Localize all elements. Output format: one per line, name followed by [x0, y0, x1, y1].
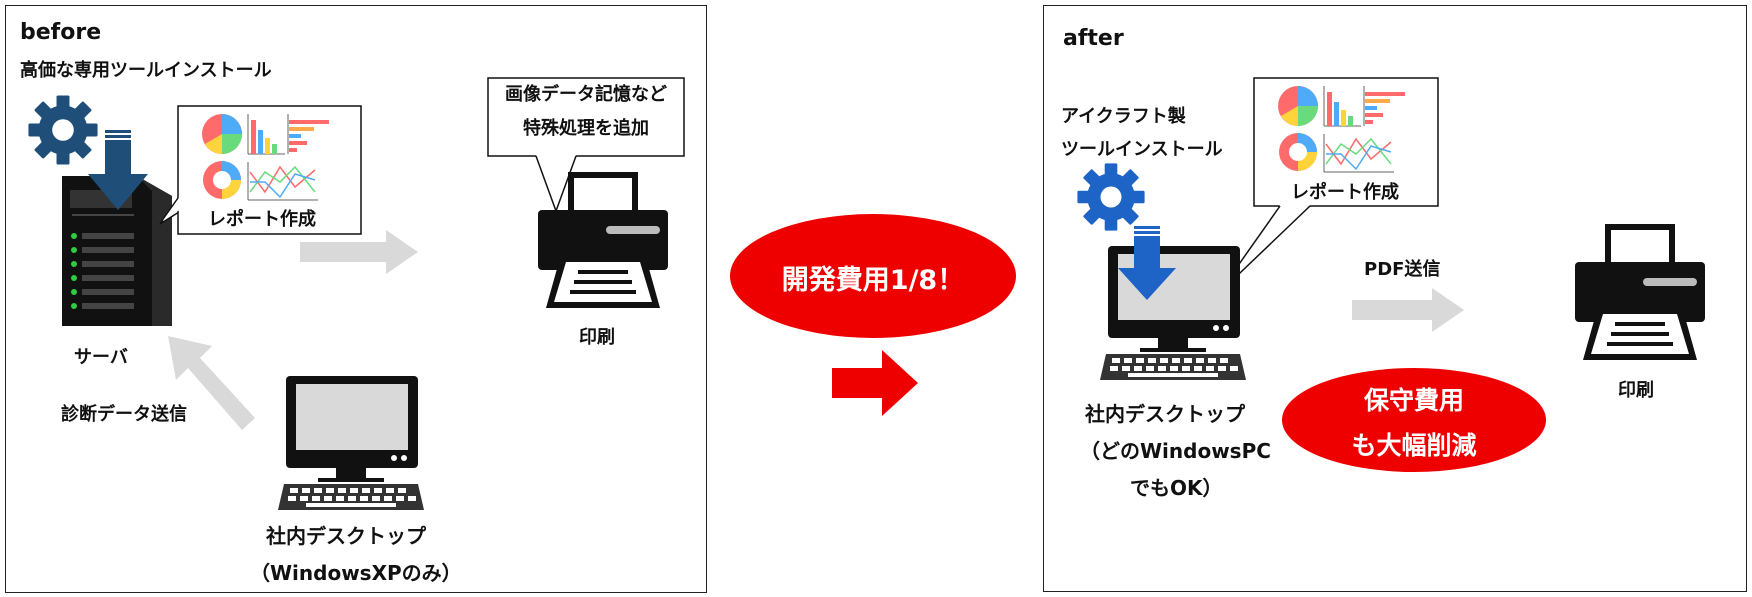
before-print-label: 印刷 [579, 327, 615, 348]
cost-badge-text: 開発費用1/8！ [781, 265, 965, 296]
after-desktop-label-line2: （どのWindowsPC [1080, 439, 1271, 463]
after-desktop-label-line3: でもOK） [1130, 476, 1223, 500]
after-install-line2: ツールインストール [1061, 139, 1223, 160]
pdf-send-label: PDF送信 [1364, 259, 1441, 280]
before-report-label: レポート作成 [208, 209, 316, 230]
red-right-arrow [832, 350, 918, 416]
gray-right-arrow [1352, 288, 1464, 332]
printer-callout-line1: 画像データ記憶など [505, 84, 667, 105]
gear-icon [28, 95, 98, 165]
server-label: サーバ [74, 347, 128, 368]
maintenance-line2: も大幅削減 [1351, 431, 1477, 460]
gear-icon [1077, 163, 1145, 231]
before-desktop-label-line1: 社内デスクトップ [266, 524, 426, 548]
before-title: before [20, 20, 102, 45]
printer-icon [538, 172, 668, 308]
printer-callout-bubble [487, 77, 685, 212]
after-report-label: レポート作成 [1291, 182, 1399, 203]
maintenance-line1: 保守費用 [1363, 386, 1464, 415]
after-report-charts-icon [1278, 86, 1405, 173]
after-print-label: 印刷 [1618, 380, 1654, 401]
desktop-computer-icon [278, 376, 424, 510]
report-charts-icon [202, 114, 329, 201]
gray-diagonal-arrow [168, 336, 255, 430]
printer-callout-line2: 特殊処理を追加 [523, 118, 649, 139]
before-desktop-label-line2: （WindowsXPのみ） [250, 561, 462, 585]
after-desktop-label-line1: 社内デスクトップ [1085, 402, 1245, 426]
maintenance-ellipse [1282, 368, 1546, 472]
diagnosis-label: 診断データ送信 [61, 404, 187, 425]
gray-right-arrow [300, 230, 418, 274]
before-install-label: 高価な専用ツールインストール [20, 60, 272, 81]
after-title: after [1063, 26, 1124, 51]
cost-badge-ellipse [730, 214, 1016, 338]
after-install-line1: アイクラフト製 [1061, 106, 1186, 127]
download-arrow-icon [88, 130, 148, 210]
download-arrow-icon [1118, 226, 1176, 300]
printer-icon [1575, 224, 1705, 360]
